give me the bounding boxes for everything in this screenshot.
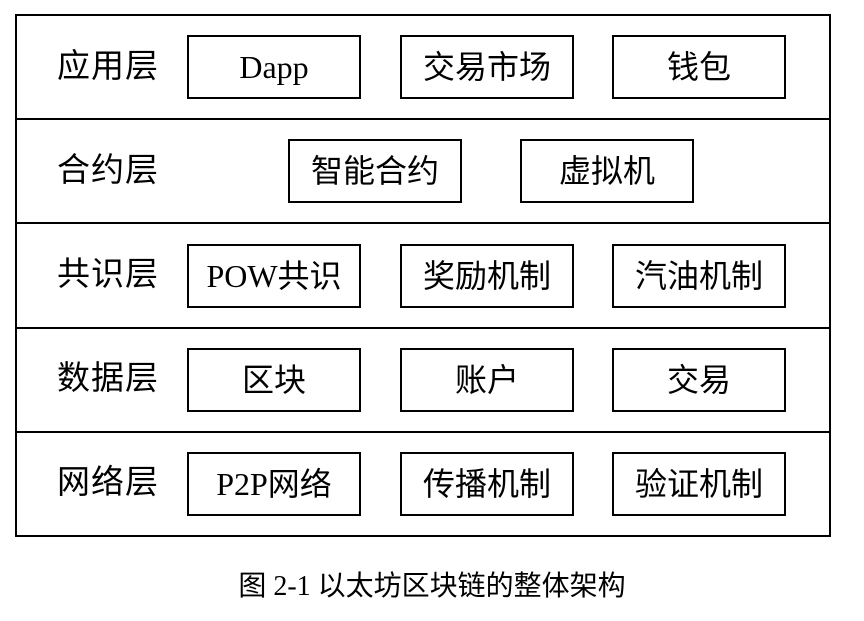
component-box-wallet: 钱包 xyxy=(612,35,786,100)
component-box-pow-consensus: POW共识 xyxy=(187,243,361,308)
layer-row-network: 网络层 P2P网络 传播机制 验证机制 xyxy=(17,433,829,535)
component-box-verification-mechanism: 验证机制 xyxy=(612,451,786,516)
component-box-gas-mechanism: 汽油机制 xyxy=(612,243,786,308)
component-box-virtual-machine: 虚拟机 xyxy=(520,139,694,204)
layer-row-application: 应用层 Dapp 交易市场 钱包 xyxy=(17,16,829,121)
architecture-outer-frame: 应用层 Dapp 交易市场 钱包 合约层 智能合约 虚拟机 共识层 POW共识 … xyxy=(15,14,831,537)
layer-label-network: 网络层 xyxy=(57,465,159,502)
layer-label-data: 数据层 xyxy=(57,361,159,398)
layer-label-application: 应用层 xyxy=(57,48,159,85)
layer-label-consensus: 共识层 xyxy=(57,257,159,293)
component-box-p2p-network: P2P网络 xyxy=(187,451,361,516)
component-box-transaction: 交易 xyxy=(612,347,786,412)
component-box-block: 区块 xyxy=(187,347,361,412)
layer-label-contract: 合约层 xyxy=(57,152,159,189)
component-box-reward-mechanism: 奖励机制 xyxy=(400,243,574,308)
layer-row-data: 数据层 区块 账户 交易 xyxy=(17,329,829,433)
figure-caption: 图 2-1 以太坊区块链的整体架构 xyxy=(238,571,626,602)
component-box-account: 账户 xyxy=(400,347,574,412)
layer-row-contract: 合约层 智能合约 虚拟机 xyxy=(17,120,829,225)
component-box-dapp: Dapp xyxy=(187,35,361,100)
component-box-trading-market: 交易市场 xyxy=(400,35,574,100)
component-box-propagation-mechanism: 传播机制 xyxy=(400,451,574,516)
component-box-smart-contract: 智能合约 xyxy=(288,139,462,204)
layer-row-consensus: 共识层 POW共识 奖励机制 汽油机制 xyxy=(17,224,829,329)
